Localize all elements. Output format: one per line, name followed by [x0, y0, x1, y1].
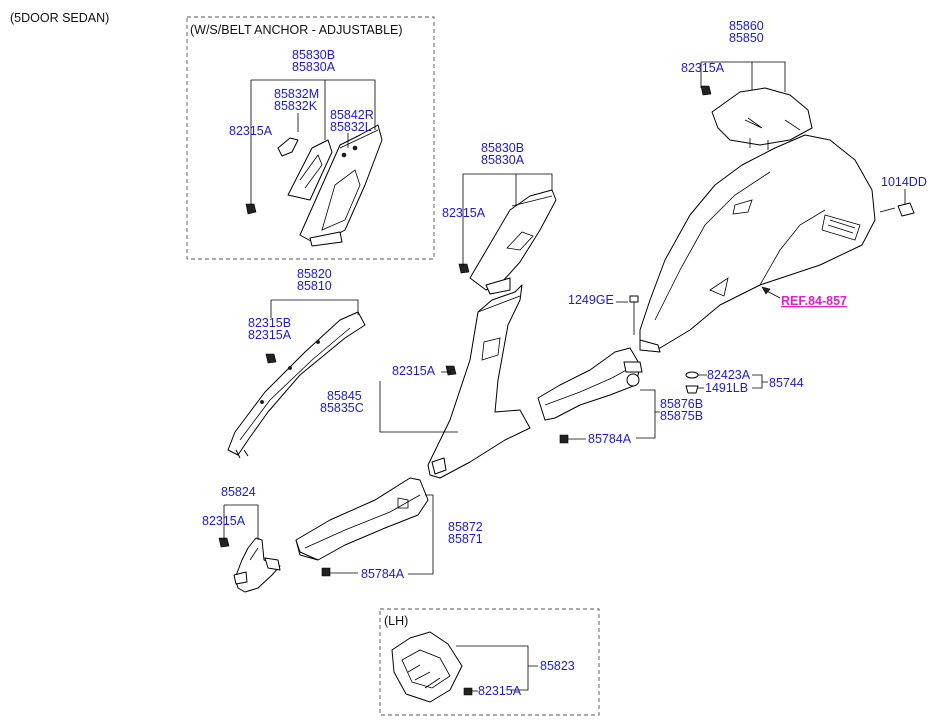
lh-detail-box	[379, 608, 600, 716]
label-85830A-box: 85830A	[292, 60, 336, 74]
label-85784A-scuff: 85784A	[361, 567, 405, 581]
a-pillar-trim	[227, 311, 366, 459]
rear-upper-fastener	[700, 85, 712, 96]
label-85876B: 85876B	[660, 397, 703, 411]
label-82315A-q: 82315A	[681, 61, 725, 75]
variant-title: (5DOOR SEDAN)	[10, 11, 109, 25]
label-85830B-box: 85830B	[292, 48, 335, 62]
label-85835C: 85835C	[320, 401, 364, 415]
label-85820: 85820	[297, 267, 332, 281]
label-85823: 85823	[540, 659, 575, 673]
label-82315A-b: 82315A	[392, 364, 436, 378]
label-1014DD: 1014DD	[881, 175, 927, 189]
label-82315A-a: 82315A	[248, 328, 292, 342]
label-85784A-step: 85784A	[588, 432, 632, 446]
label-85845: 85845	[327, 389, 362, 403]
label-82315A-k: 82315A	[202, 514, 246, 528]
bolt-1249GE	[629, 295, 639, 335]
label-82315A-center: 82315A	[442, 206, 486, 220]
a-pillar-fastener	[265, 353, 277, 364]
label-1491LB: 1491LB	[705, 381, 748, 395]
label-85875B: 85875B	[660, 409, 703, 423]
label-82315A-lh: 82315A	[478, 684, 522, 698]
lh-box-title: (LH)	[384, 614, 408, 628]
cowl-side-trim	[233, 537, 281, 593]
label-85832L: 85832L	[330, 120, 372, 134]
label-85860: 85860	[729, 19, 764, 33]
bolt-1014DD	[879, 202, 915, 217]
label-85830B-center: 85830B	[481, 141, 524, 155]
lh-fastener	[463, 687, 473, 696]
rear-quarter-trim	[639, 134, 876, 353]
belt-anchor-cover	[287, 139, 333, 201]
belt-anchor-fastener	[245, 203, 257, 215]
label-85810: 85810	[297, 279, 332, 293]
label-85824: 85824	[221, 485, 256, 499]
label-85832K: 85832K	[274, 99, 318, 113]
belt-anchor-detail-box	[186, 16, 435, 260]
belt-anchor-pillar-trim	[299, 124, 383, 247]
label-85872: 85872	[448, 520, 483, 534]
label-85850: 85850	[729, 31, 764, 45]
center-pillar-fastener	[458, 263, 470, 274]
label-1249GE: 1249GE	[568, 293, 614, 307]
clip-82423A	[685, 371, 699, 379]
belt-anchor-clip	[277, 137, 299, 157]
label-82423A: 82423A	[707, 368, 751, 382]
label-82315A-box: 82315A	[229, 124, 273, 138]
clip-1491LB	[685, 385, 699, 394]
step-fastener	[559, 434, 569, 444]
label-85744: 85744	[769, 376, 804, 390]
lh-side-cover	[391, 631, 463, 703]
center-pillar-upper-trim	[469, 189, 557, 295]
label-85842R: 85842R	[330, 108, 374, 122]
rear-step-trim	[537, 347, 643, 421]
label-85871: 85871	[448, 532, 483, 546]
b-pillar-lower-trim	[427, 284, 531, 479]
belt-anchor-box-title: (W/S/BELT ANCHOR - ADJUSTABLE)	[190, 23, 403, 37]
label-85832M: 85832M	[274, 87, 319, 101]
label-82315B: 82315B	[248, 316, 291, 330]
scuff-fastener	[321, 567, 331, 577]
reference-link[interactable]: REF.84-857	[781, 294, 847, 308]
b-pillar-fastener	[445, 365, 457, 376]
rear-upper-trim	[711, 87, 813, 150]
label-85830A-center: 85830A	[481, 153, 525, 167]
front-scuff-plate	[295, 477, 429, 561]
